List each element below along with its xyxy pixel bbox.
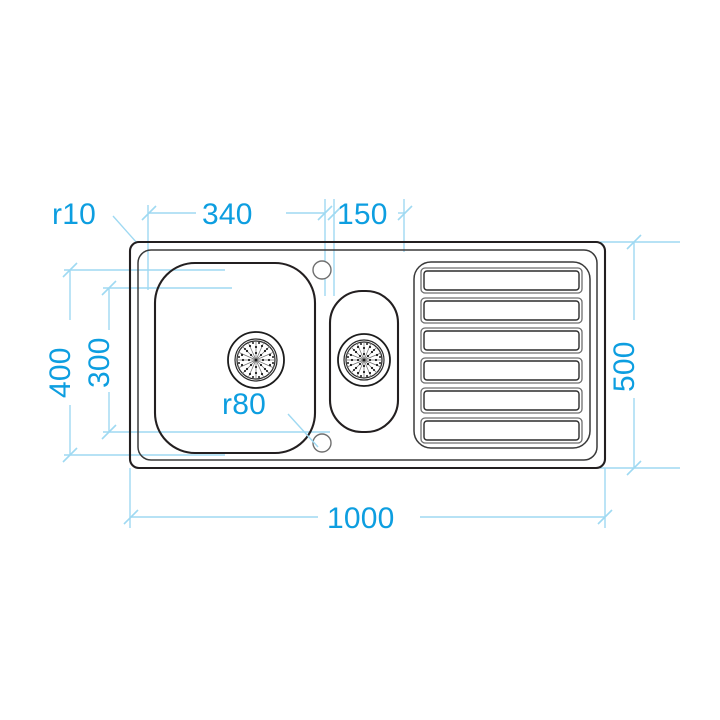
- dimension-label-500: 500: [608, 341, 641, 392]
- drainer-groove-4: [420, 357, 583, 384]
- drain-strainer-small: [337, 333, 391, 387]
- sink-body: [128, 240, 607, 470]
- sink-outer-edge: [128, 240, 607, 470]
- dimension-label-1000: 1000: [327, 502, 395, 535]
- dimension-label-400: 400: [44, 347, 77, 398]
- dimension-small-bowl-width-150: 150: [327, 198, 413, 231]
- drainer-groove-1: [420, 267, 583, 294]
- drainer-groove-6: [420, 417, 583, 444]
- dimension-overall-depth-inner-400: 400: [44, 262, 78, 463]
- drainer-groove-3: [420, 327, 583, 354]
- dimension-corner-radius-r10: r10: [52, 198, 138, 244]
- drain-strainer-large: [227, 331, 285, 389]
- drainer-board: [413, 261, 591, 449]
- dimension-overall-depth-500: 500: [608, 234, 642, 476]
- dimension-bowl-radius-r80: r80: [222, 388, 319, 448]
- tap-hole-lower: [312, 433, 332, 453]
- drainer-groove-5: [420, 387, 583, 414]
- half-bowl: [328, 289, 400, 434]
- tap-hole-upper: [312, 260, 332, 280]
- dimension-label-r80: r80: [222, 388, 266, 421]
- large-bowl: [153, 261, 317, 455]
- dimension-label-r10: r10: [52, 198, 96, 231]
- dimension-bowl-depth-300: 300: [83, 280, 117, 440]
- large-bowl-outline: [153, 261, 317, 455]
- dimension-bowl-width-340: 340: [141, 198, 333, 231]
- half-bowl-outline: [328, 289, 400, 434]
- sink-inner-edge: [137, 249, 598, 461]
- dimension-label-340: 340: [202, 198, 253, 231]
- dimension-label-300: 300: [83, 337, 116, 388]
- dimension-extension-lines: [64, 199, 680, 528]
- dimension-label-150: 150: [337, 198, 388, 231]
- dimension-overall-width-1000: 1000: [123, 502, 613, 535]
- drainer-board-outline: [413, 261, 591, 449]
- tap-holes: [312, 260, 332, 453]
- drainer-groove-2: [420, 297, 583, 324]
